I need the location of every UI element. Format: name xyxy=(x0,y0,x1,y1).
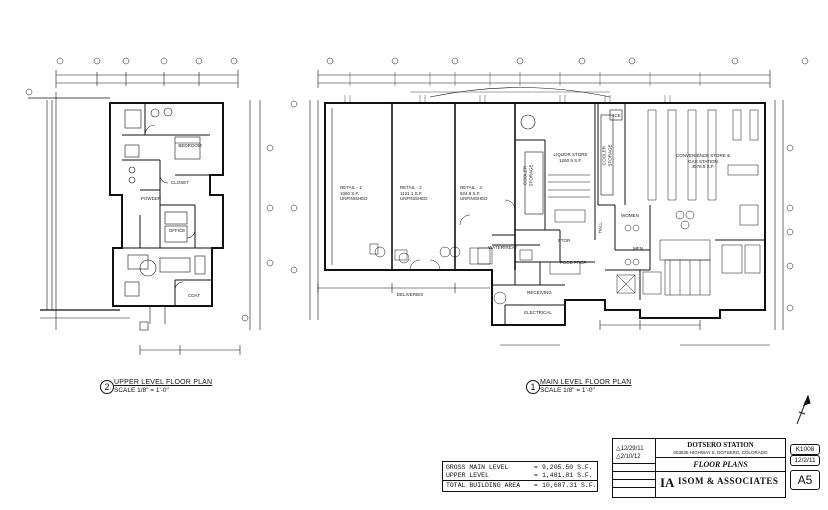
main-level-plan xyxy=(290,57,809,346)
revision-block: △12/29/11 △2/10/12 xyxy=(613,439,656,497)
area-row-gross-main: GROSS MAIN LEVEL =9,205.50 S.F. xyxy=(446,464,593,471)
room-stor: STOR xyxy=(557,238,571,243)
main-plan-scale: SCALE 1/8" = 1'-0" xyxy=(540,387,595,394)
room-cooler-storage-2: COOLER STORAGE xyxy=(601,144,613,167)
room-closet: CLOSET xyxy=(170,180,189,185)
room-men: MEN xyxy=(633,246,643,251)
room-bedroom: BEDROOM xyxy=(178,143,202,148)
room-women: WOMEN xyxy=(621,213,639,218)
room-convenience-store: CONVENIENCE STORE & GAS STATION 4576.5 S… xyxy=(676,153,730,169)
area-value: 9,205.50 S.F. xyxy=(542,464,593,471)
sheet-name: FLOOR PLANS xyxy=(693,460,748,469)
revision-1: △12/29/11 xyxy=(616,446,644,452)
room-powder: POWDER xyxy=(140,196,162,201)
room-retail-2: RETAIL - 2 1121.1 S.F. UNFINISHED xyxy=(400,185,428,201)
area-label: UPPER LEVEL xyxy=(446,472,489,479)
upper-plan-scale: SCALE 1/8" = 1'-0" xyxy=(114,387,169,394)
room-coat: COAT xyxy=(187,293,201,298)
area-value: 1,481.81 S.F. xyxy=(542,472,593,479)
title-block-main: DOTSERO STATION 003535 HIGHWAY 6, DOTSER… xyxy=(656,439,785,497)
north-arrow-icon xyxy=(796,394,811,425)
area-label: TOTAL BUILDING AREA xyxy=(446,482,521,489)
room-office: OFFICE xyxy=(168,228,186,233)
room-water: WATER xyxy=(488,245,504,250)
area-value: 10,687.31 S.F. xyxy=(542,482,597,489)
room-hall: HALL xyxy=(597,222,603,234)
upper-level-plan xyxy=(25,57,274,355)
room-cooler-storage-1: COOLER STORAGE xyxy=(522,164,534,187)
main-plan-number: 1 xyxy=(526,380,540,394)
firm-logo: IA xyxy=(660,475,675,490)
room-food-prep: FOOD PREP. xyxy=(559,260,588,265)
room-ice: ICE xyxy=(613,113,621,118)
upper-plan-number: 2 xyxy=(100,380,114,394)
issue-date: 12/2/11 xyxy=(790,455,820,466)
firm-name: ISOM & ASSOCIATES xyxy=(678,476,779,486)
room-retail-3: RETAIL - 3 924.9 S.F. UNFINISHED xyxy=(460,185,488,201)
room-electrical: ELECTRICAL xyxy=(524,310,552,315)
sheet-number-block: K1008 12/2/11 A5 xyxy=(790,440,820,496)
area-summary-table: GROSS MAIN LEVEL =9,205.50 S.F. UPPER LE… xyxy=(442,461,598,492)
room-treat: TREAT xyxy=(502,245,518,250)
room-deliveries: DELIVERIES xyxy=(396,292,424,297)
area-label: GROSS MAIN LEVEL xyxy=(446,464,509,471)
room-retail-1: RETAIL - 1 1060 S.F. UNFINISHED xyxy=(340,185,368,201)
upper-plan-title: UPPER LEVEL FLOOR PLAN xyxy=(114,379,213,386)
project-name: DOTSERO STATION xyxy=(687,441,754,449)
revision-date: 12/29/11 xyxy=(620,446,644,452)
revision-2: △2/10/12 xyxy=(616,454,641,460)
revision-date: 2/10/12 xyxy=(620,454,641,460)
area-row-upper: UPPER LEVEL =1,481.81 S.F. xyxy=(446,472,593,479)
sheet-number: A5 xyxy=(790,470,820,490)
title-block: △12/29/11 △2/10/12 DOTSERO STATION 00353… xyxy=(612,438,786,498)
job-number: K1008 xyxy=(790,444,820,455)
room-receiving: RECEIVING xyxy=(527,290,552,295)
main-plan-title: MAIN LEVEL FLOOR PLAN xyxy=(540,379,632,386)
project-address: 003535 HIGHWAY 6, DOTSERO, COLORADO xyxy=(673,450,768,455)
area-row-total: TOTAL BUILDING AREA =10,687.31 S.F. xyxy=(446,482,597,489)
room-liquor-store: LIQUOR STORE 1260.9 S.F. xyxy=(553,152,588,163)
